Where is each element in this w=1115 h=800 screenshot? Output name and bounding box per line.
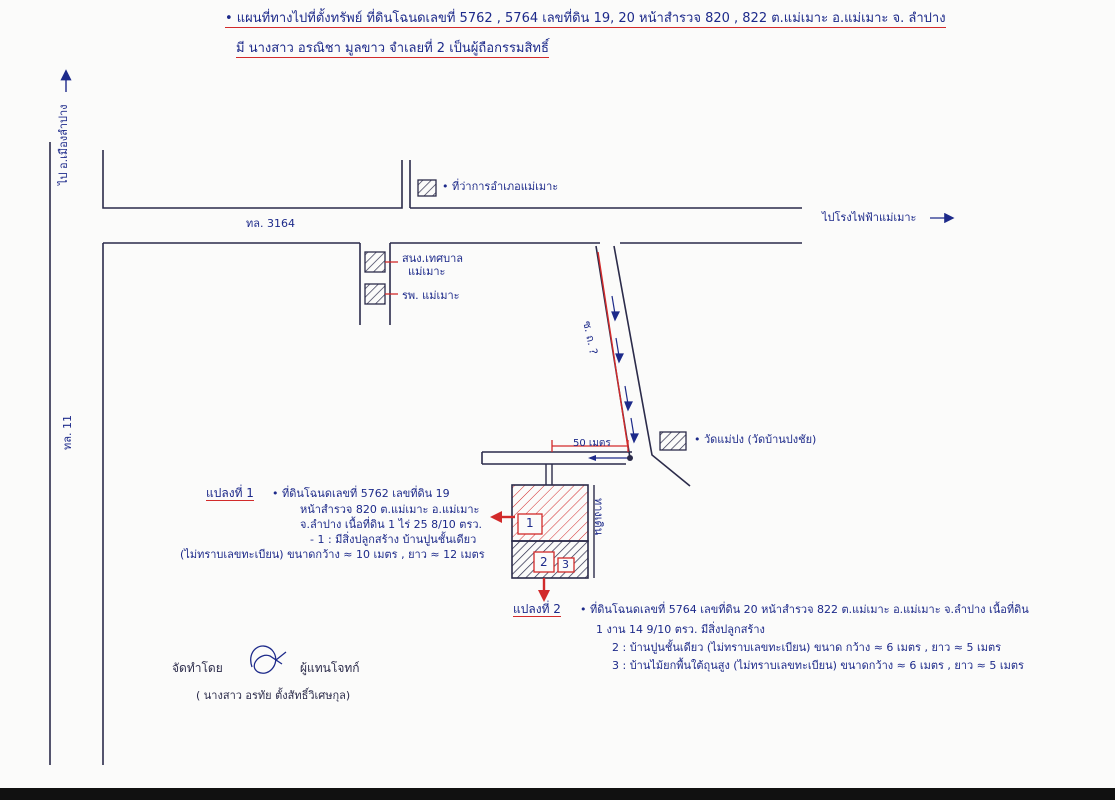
temple-label: • วัดแม่ปง (วัดบ้านปงชัย) <box>694 433 817 446</box>
plot-1-text-4: - 1 : มีสิ่งปลูกสร้าง บ้านปูนชั้นเดียว <box>310 533 477 546</box>
plot-1-title: แปลงที่ 1 <box>206 486 254 502</box>
signature-name: ( นางสาว อรทัย ตั้งสัทธิ์วิเศษกุล) <box>196 689 351 702</box>
highway-3164-label: ทล. 3164 <box>246 217 295 230</box>
hospital-label: รพ. แม่เมาะ <box>402 289 460 302</box>
municipality-label: สนง.เทศบาล <box>402 252 463 265</box>
to-power-plant-label: ไปโรงไฟฟ้าแม่เมาะ <box>822 211 917 224</box>
building-3 <box>557 557 575 573</box>
plot-2-item-3: 3 : บ้านไม้ยกพื้นใต้ถุนสูง (ไม่ทราบเลขทะ… <box>612 659 1024 672</box>
signature-role: ผู้แทนโจทก์ <box>300 661 360 675</box>
plot-1-text-1: • ที่ดินโฉนดเลขที่ 5762 เลขที่ดิน 19 <box>272 487 450 500</box>
plot-1-text-2: หน้าสำรวจ 820 ต.แม่เมาะ อ.แม่เมาะ <box>300 503 480 516</box>
scan-edge <box>0 788 1115 800</box>
municipality-label-2: แม่เมาะ <box>408 265 446 278</box>
route-highlight <box>597 251 629 449</box>
plot-2-text-1: • ที่ดินโฉนดเลขที่ 5764 เลขที่ดิน 20 หน้… <box>580 603 1029 616</box>
building-2 <box>533 551 555 573</box>
building-2-number: 2 <box>540 555 548 569</box>
highway-11-label: ทล. 11 <box>61 415 74 450</box>
district-office-marker <box>417 179 437 197</box>
plot-1-text-3: จ.ลำปาง เนื้อที่ดิน 1 ไร่ 25 8/10 ตรว. <box>300 518 483 531</box>
highway-3164-north-edge <box>102 150 403 209</box>
building-1 <box>517 513 543 535</box>
plot-1-text-5: (ไม่ทราบเลขทะเบียน) ขนาดกว้าง ≈ 10 เมตร … <box>180 548 485 561</box>
district-office-label: • ที่ว่าการอำเภอแม่เมาะ <box>442 180 559 193</box>
prepared-by-label: จัดทำโดย <box>172 661 223 675</box>
local-road-east-edge <box>613 245 691 487</box>
distance-label: 50 เมตร <box>573 438 611 449</box>
plot-2-pointer-icon <box>538 590 550 602</box>
building-1-number: 1 <box>526 516 534 530</box>
plot-1-pointer-icon <box>490 511 502 523</box>
side-lane-label: ทางเดิน <box>592 498 605 536</box>
signature-mark <box>250 645 287 674</box>
header-title: • แผนที่ทางไปที่ตั้งทรัพย์ ที่ดินโฉนดเลข… <box>225 11 946 29</box>
temple-marker <box>659 431 687 451</box>
plot-2-text-2: 1 งาน 14 9/10 ตรว. มีสิ่งปลูกสร้าง <box>596 623 765 636</box>
building-3-number: 3 <box>562 558 569 571</box>
hospital-marker <box>364 283 386 305</box>
plot-2-item-2: 2 : บ้านปูนชั้นเดียว (ไม่ทราบเลขทะเบียน)… <box>612 641 1002 654</box>
to-city-label: ไป อ.เมืองลำปาง <box>57 104 70 185</box>
plot-2-title: แปลงที่ 2 <box>513 602 561 618</box>
header-owner: มี นางสาว อรณิชา มูลขาว จำเลยที่ 2 เป็นผ… <box>236 41 549 59</box>
municipality-marker <box>364 251 386 273</box>
